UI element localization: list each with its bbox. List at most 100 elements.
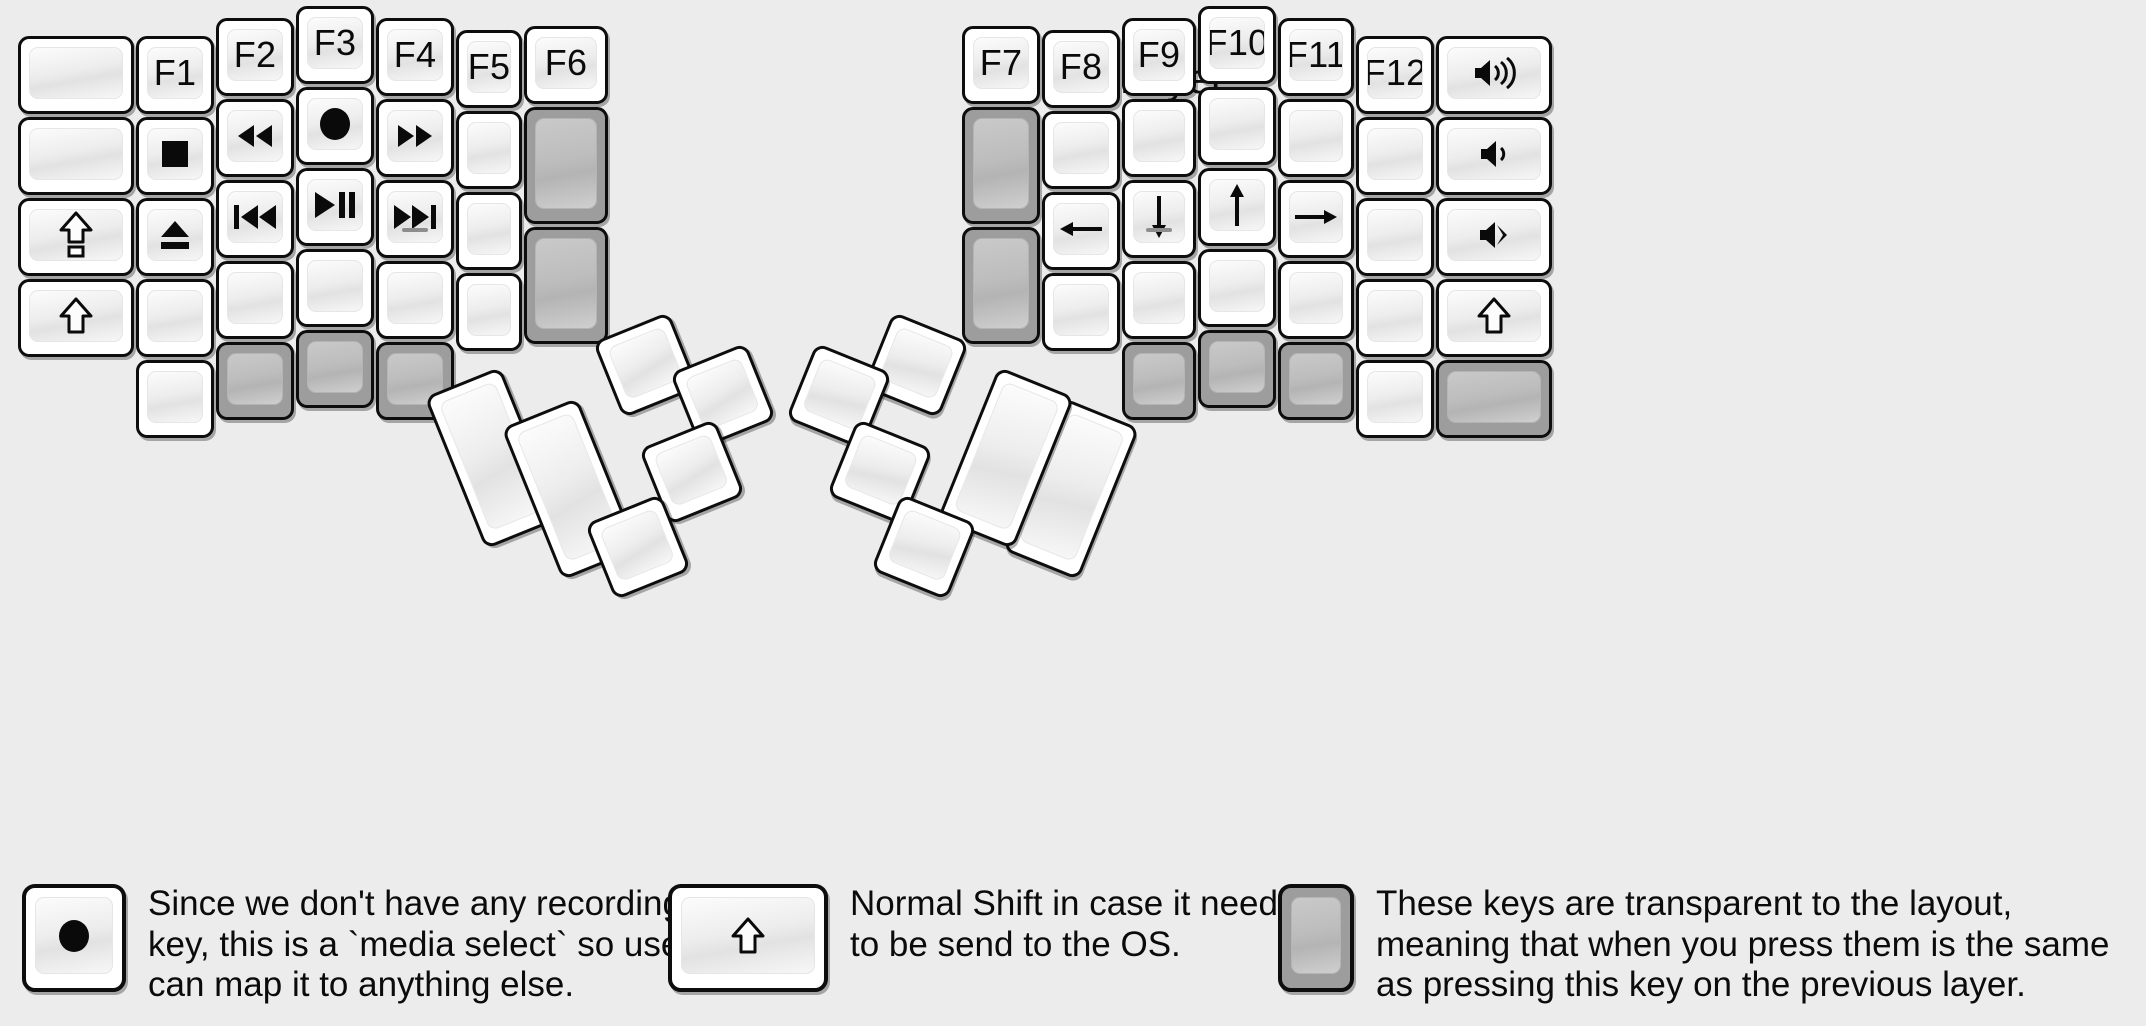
right-key-col-index-inner-3-blank[interactable] [1042,273,1120,351]
left-key-col-pinky-outer-0-blank[interactable] [18,36,134,114]
right-key-col-ring-0-f11[interactable]: F11 [1278,18,1354,96]
left-key-col-pinky-3-blank[interactable] [136,279,214,357]
left-key-col-pinky-outer-1-blank[interactable] [18,117,134,195]
left-key-col-middle-4-blank[interactable] [296,330,374,408]
right-key-col-middle-3-blank[interactable] [1198,249,1276,327]
right-key-col-inner-2-blank[interactable] [962,227,1040,344]
key-cap [1209,98,1265,150]
key-cap [387,272,443,324]
left-key-col-inner-2-blank[interactable] [524,227,608,344]
shift-arrow-icon [731,916,765,956]
right-key-col-pinky-4-blank[interactable] [1356,360,1434,438]
key-cap [29,209,123,261]
right-key-col-index-inner-2-arrow-left[interactable] [1042,192,1120,270]
left-key-col-pinky-2-media-eject[interactable] [136,198,214,276]
volume-mute-icon [1477,219,1511,251]
left-key-col-index-2-media-next-track[interactable] [376,180,454,258]
key-cap [147,371,203,423]
legend-item-media-select: Since we don't have any recording key, t… [22,884,692,1006]
right-key-col-pinky-outer-1-volume-down[interactable] [1436,117,1552,195]
left-key-col-middle-0-f3[interactable]: F3 [296,6,374,84]
left-key-col-index-3-blank[interactable] [376,261,454,339]
key-cap: F7 [973,37,1029,89]
left-key-col-index-inner-0-f5[interactable]: F5 [456,30,522,108]
left-key-col-pinky-4-blank[interactable] [136,360,214,438]
right-key-col-pinky-1-blank[interactable] [1356,117,1434,195]
right-key-col-pinky-outer-3-shift-arrow[interactable] [1436,279,1552,357]
right-key-col-index-1-blank[interactable] [1122,99,1196,177]
key-cap: F10 [1209,17,1265,69]
media-record-icon [318,107,352,141]
key-cap [227,353,283,405]
left-key-col-middle-1-media-record[interactable] [296,87,374,165]
right-key-col-index-inner-1-blank[interactable] [1042,111,1120,189]
right-key-col-index-2-arrow-down[interactable] [1122,180,1196,258]
right-key-col-inner-0-f7[interactable]: F7 [962,26,1040,104]
legend-text-normal-shift: Normal Shift in case it needs to be send… [850,884,1296,964]
right-key-col-ring-1-blank[interactable] [1278,99,1354,177]
media-fast-forward-icon [395,123,435,149]
right-key-col-index-inner-0-f8[interactable]: F8 [1042,30,1120,108]
left-key-col-ring-4-blank[interactable] [216,342,294,420]
left-key-col-pinky-1-media-stop[interactable] [136,117,214,195]
right-key-col-middle-4-blank[interactable] [1198,330,1276,408]
caps-lock-arrow-icon [59,211,93,259]
legend-key-cap [681,897,815,974]
left-key-col-middle-2-media-play-pause[interactable] [296,168,374,246]
left-key-col-inner-0-f6[interactable]: F6 [524,26,608,104]
right-key-col-index-0-f9[interactable]: F9 [1122,18,1196,96]
right-key-col-pinky-2-blank[interactable] [1356,198,1434,276]
left-key-col-ring-0-f2[interactable]: F2 [216,18,294,96]
right-key-col-pinky-3-blank[interactable] [1356,279,1434,357]
left-key-col-ring-1-media-rewind[interactable] [216,99,294,177]
key-cap [1289,191,1343,243]
homing-bar [1146,228,1172,232]
left-key-col-index-0-f4[interactable]: F4 [376,18,454,96]
key-cap [1447,371,1541,423]
left-key-col-index-inner-1-blank[interactable] [456,111,522,189]
left-key-col-pinky-outer-3-shift-arrow[interactable] [18,279,134,357]
right-key-col-index-3-blank[interactable] [1122,261,1196,339]
left-key-col-ring-2-media-prev-track[interactable] [216,180,294,258]
left-key-col-middle-3-blank[interactable] [296,249,374,327]
right-key-col-ring-4-blank[interactable] [1278,342,1354,420]
key-cap [973,118,1029,209]
left-key-col-pinky-outer-2-caps-lock-arrow[interactable] [18,198,134,276]
key-cap: F4 [387,29,443,81]
left-key-col-index-inner-2-blank[interactable] [456,192,522,270]
key-label: F3 [313,22,357,63]
left-key-col-index-inner-3-blank[interactable] [456,273,522,351]
right-key-col-middle-2-arrow-up[interactable] [1198,168,1276,246]
key-cap [467,203,511,255]
key-cap [1367,128,1423,180]
key-cap [973,238,1029,329]
key-cap [1053,122,1109,174]
legend-key-cap [1291,897,1341,974]
key-cap: F1 [147,47,203,99]
right-key-col-ring-2-arrow-right[interactable] [1278,180,1354,258]
right-key-col-middle-1-blank[interactable] [1198,87,1276,165]
key-cap [801,356,879,432]
right-key-col-index-4-blank[interactable] [1122,342,1196,420]
arrow-up-icon [1223,182,1251,228]
right-key-col-middle-0-f10[interactable]: F10 [1198,6,1276,84]
key-cap: F8 [1053,41,1109,93]
key-label: F2 [233,34,277,75]
right-key-col-pinky-outer-2-volume-mute[interactable] [1436,198,1552,276]
key-cap: F9 [1133,29,1185,81]
key-cap [1053,203,1109,255]
media-stop-icon [160,139,190,169]
right-key-col-inner-1-blank[interactable] [962,107,1040,224]
left-key-col-pinky-0-f1[interactable]: F1 [136,36,214,114]
key-label: F6 [544,42,588,83]
left-key-col-index-1-media-fast-forward[interactable] [376,99,454,177]
left-key-col-index-4-blank[interactable] [376,342,454,420]
left-key-col-ring-3-blank[interactable] [216,261,294,339]
right-key-col-pinky-0-f12[interactable]: F12 [1356,36,1434,114]
right-key-col-pinky-outer-0-volume-up[interactable] [1436,36,1552,114]
left-key-col-inner-1-blank[interactable] [524,107,608,224]
right-key-col-ring-3-blank[interactable] [1278,261,1354,339]
right-key-col-pinky-outer-4-blank[interactable] [1436,360,1552,438]
legend-item-normal-shift: Normal Shift in case it needs to be send… [668,884,1295,992]
key-cap [1289,272,1343,324]
